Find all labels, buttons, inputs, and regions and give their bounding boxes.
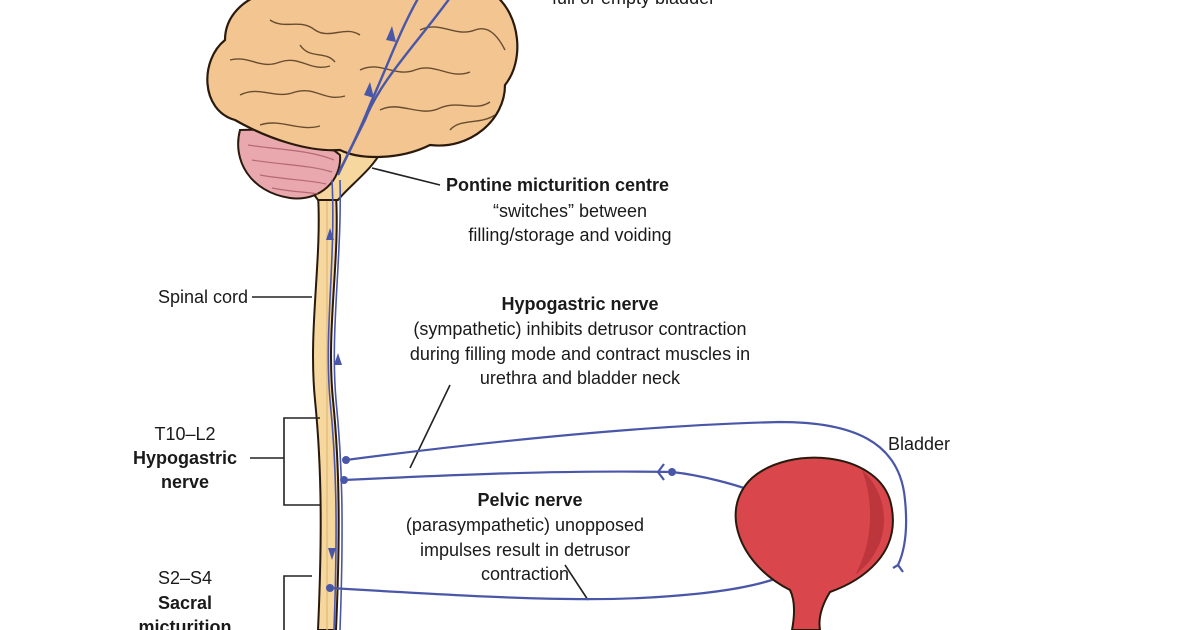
hypogastric-title: Hypogastric nerve [501,294,659,314]
pelvic-nerve-path [329,569,796,601]
peripheral-nerves [329,420,908,601]
t10-l2-segment: T10–L2 [154,424,216,444]
pontine-line2: filling/storage and voiding [468,225,672,245]
hypogastric-line3: urethra and bladder neck [479,368,681,388]
s2-s4-name-line2: micturition [138,617,232,630]
bladder-label: Bladder [888,434,951,454]
hypogastric-line2: during filling mode and contract muscles… [409,344,751,364]
top-caption-partial: full or empty bladder [552,0,715,11]
spinal-cord-label: Spinal cord [157,287,248,307]
cerebrum-shape [206,0,519,158]
s2-s4-segment: S2–S4 [157,568,213,588]
pelvic-title: Pelvic nerve [477,490,583,510]
hypogastric-outer-loop [345,420,908,566]
cerebrum-gyri [229,19,506,131]
cerebellum-folia [247,144,335,195]
bladder-shade [855,470,885,575]
hypogastric-inner-path [343,470,763,497]
bladder-shape [734,456,894,630]
hypogastric-line1: (sympathetic) inhibits detrusor contract… [413,319,747,339]
t10-l2-name-line1: Hypogastric [132,448,238,468]
s2-s4-name-line1: Sacral [157,593,213,613]
brain-nerve-pathways [336,0,450,176]
t10-l2-name-line2: nerve [160,472,210,492]
pelvic-line1: (parasympathetic) unopposed [405,515,645,535]
pontine-line1: “switches” between [492,201,648,221]
pelvic-line2: impulses result in detrusor [419,540,631,560]
leader-lines [250,167,589,630]
spinal-tracts [326,179,343,630]
spinal-cord-shape [312,194,340,630]
pontine-title: Pontine micturition centre [446,175,670,195]
pelvic-line3: contraction [480,564,570,584]
